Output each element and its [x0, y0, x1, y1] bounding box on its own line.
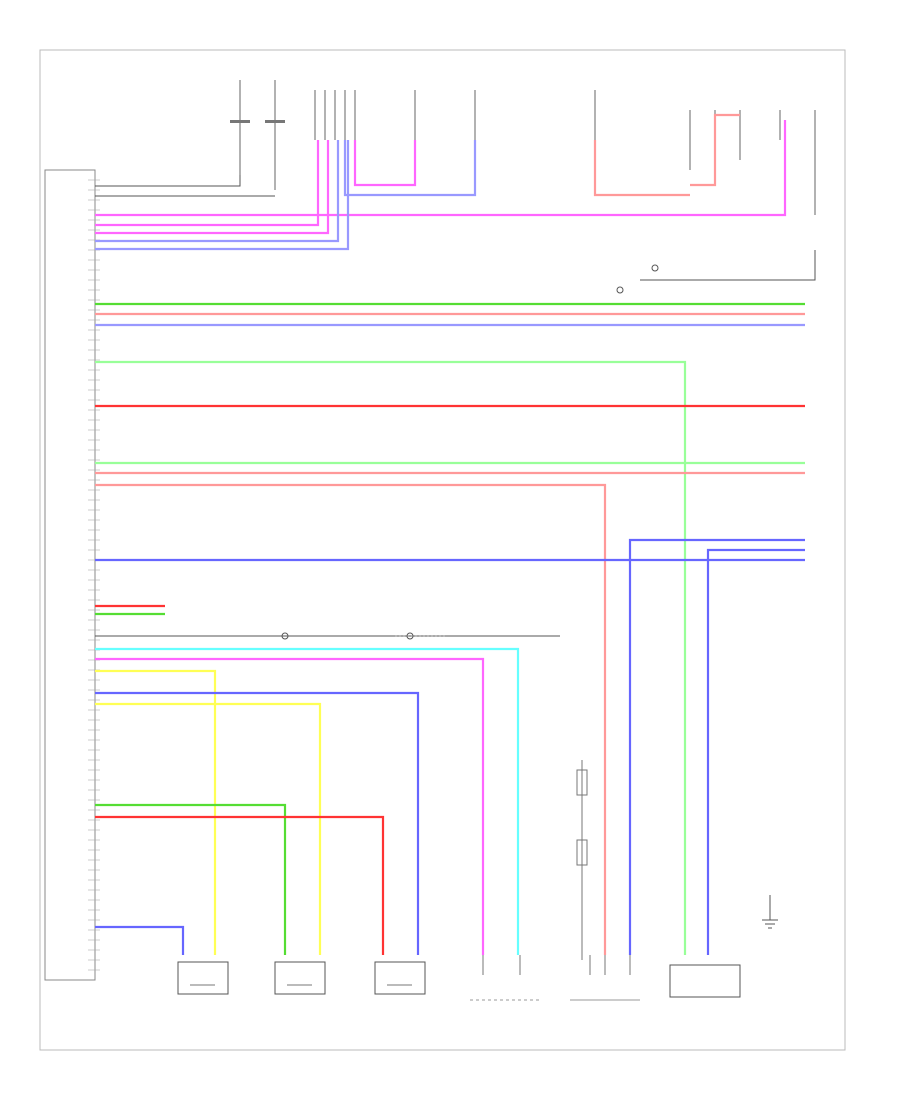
wire-layer: [95, 113, 816, 955]
bottom-sensor-1: [177, 961, 229, 995]
bottom-sensor-5: [570, 955, 640, 1001]
wire-pink-0: [95, 120, 787, 217]
wire-blue-25: [95, 691, 420, 955]
bottom-sensor-3: [374, 961, 426, 995]
inline-resistor: [576, 760, 588, 960]
top-connector-group-1: [230, 80, 285, 190]
wire-pink-2: [95, 140, 330, 235]
wire-pink-5: [353, 140, 417, 187]
wire-cyan-22: [95, 647, 520, 955]
wire-lightgreen-12: [95, 360, 687, 955]
inline-switch-1: [395, 632, 445, 640]
wire-black-33: [640, 250, 816, 281]
wire-violet-3: [95, 140, 340, 243]
top-connector-group-2: [314, 90, 356, 140]
bottom-sensor-2: [274, 961, 326, 995]
top-connector-group-4: [594, 90, 816, 215]
wire-violet-4: [95, 140, 350, 251]
wire-yellow-24: [95, 669, 217, 955]
wire-blue-18: [628, 538, 805, 955]
bottom-sensor-4: [470, 955, 540, 1001]
wire-salmon-7: [593, 140, 690, 197]
wire-blue-19: [706, 548, 805, 955]
wire-red-28: [95, 815, 385, 955]
wire-pink-1: [95, 140, 320, 227]
wire-salmon-16: [95, 483, 607, 955]
wire-violet-6: [343, 140, 477, 197]
wire-pink-23: [95, 657, 485, 955]
ground-symbol: [762, 895, 778, 929]
wire-black-30: [95, 175, 241, 187]
inline-switch-2: [281, 632, 289, 640]
inline-switch-3: [616, 264, 659, 294]
wire-yellow-26: [95, 702, 322, 955]
wire-salmon-8: [690, 113, 740, 187]
top-connector-group-3: [414, 90, 476, 140]
bottom-module-6: [669, 964, 741, 998]
wire-blue-29: [95, 925, 185, 955]
ecu-module: [44, 169, 96, 981]
ecu-pin-column: [88, 179, 100, 971]
wire-green-27: [95, 803, 287, 955]
diagram-frame: [39, 49, 846, 1051]
